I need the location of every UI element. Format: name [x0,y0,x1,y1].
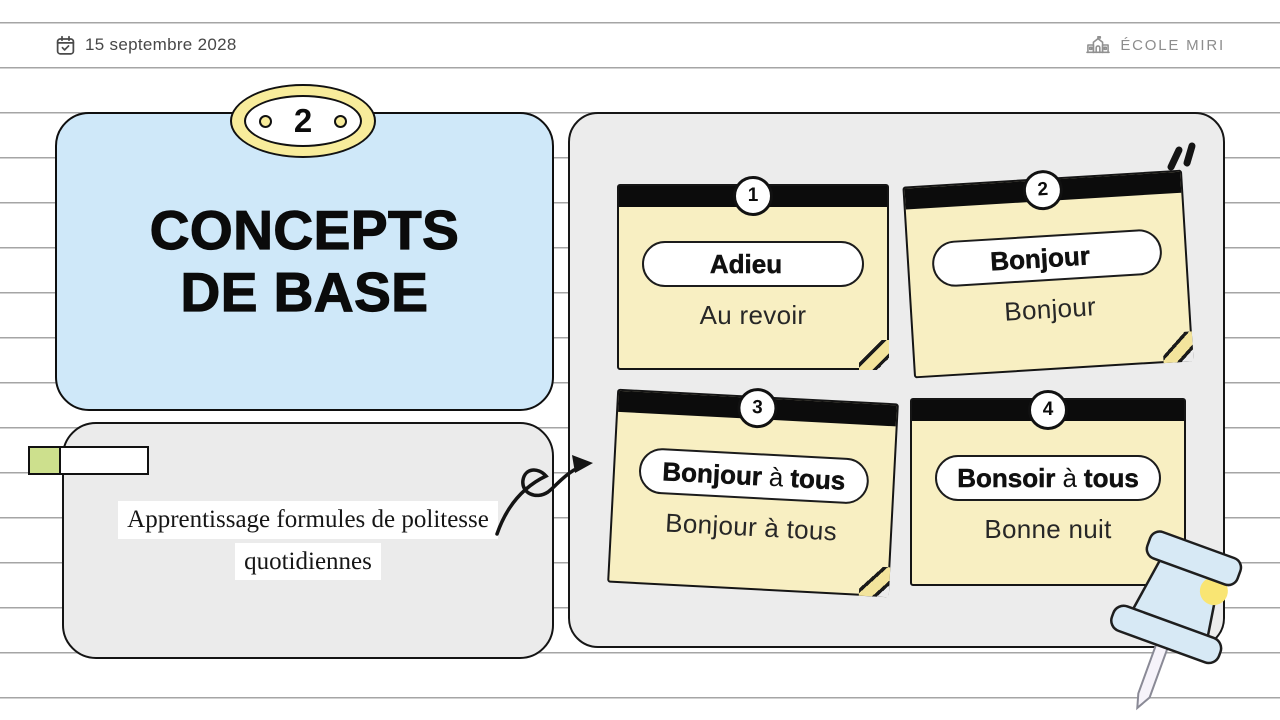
pill-text-mid: à [768,461,785,493]
sticky-note-4: 4 Bonsoir à tous Bonne nuit [910,390,1186,586]
sparkle-doodle-icon [1167,142,1196,171]
pushpin-icon [1110,530,1243,711]
header: 15 septembre 2028 ÉCOLE MIRI [0,22,1280,68]
legend-tag [28,446,149,475]
term-pill: Bonsoir à tous [935,455,1161,501]
pill-text-lead: Bonsoir [957,462,1056,493]
description-card: Apprentissage formules de politesse quot… [62,422,554,659]
badge-dot-left [259,114,272,128]
sticky-note-2: 2 Bonjour Bonjour [902,168,1194,379]
description-line2: quotidiennes [235,542,381,580]
legend-tag-green-swatch [28,446,61,475]
pill-text-lead: Bonjour [661,455,763,492]
title-card: CONCEPTS DE BASE [55,112,554,411]
lesson-number-badge: 2 [230,84,376,158]
date-text: 15 septembre 2028 [85,35,237,54]
pill-text-tail: tous [1083,462,1139,493]
pill-text-lead: Adieu [709,248,783,279]
school-group: ÉCOLE MIRI [1086,34,1225,56]
school-name: ÉCOLE MIRI [1120,36,1225,54]
sticky-note-1: 1 Adieu Au revoir [617,176,889,370]
term-pill: Bonjour à tous [637,447,871,506]
note-translation: Bonjour [1003,291,1097,327]
calendar-icon [55,35,76,56]
legend-tag-white-box [61,446,149,475]
note-translation: Bonne nuit [984,514,1112,544]
pill-text-lead: Bonjour [989,239,1091,277]
term-pill: Adieu [641,241,865,287]
curved-loop-arrow [495,455,593,536]
badge-dot-right [334,114,347,128]
note-number-badge: 1 [733,176,773,216]
note-number-badge: 4 [1028,390,1068,430]
school-icon [1086,34,1111,56]
pill-text-tail: tous [789,462,847,496]
date-group: 15 septembre 2028 [55,35,237,56]
description-line1: Apprentissage formules de politesse [118,501,498,539]
sticky-note-3: 3 Bonjour à tous Bonjour à tous [607,387,899,598]
note-translation: Bonjour à tous [664,507,838,547]
folded-corner [859,340,889,370]
term-pill: Bonjour [931,228,1163,288]
pill-text-mid: à [1062,462,1077,493]
folded-corner [858,565,891,598]
lesson-title-line1: CONCEPTS [149,198,460,261]
lesson-title-line2: DE BASE [180,260,429,323]
note-translation: Au revoir [699,300,807,330]
folded-corner [1161,331,1194,364]
